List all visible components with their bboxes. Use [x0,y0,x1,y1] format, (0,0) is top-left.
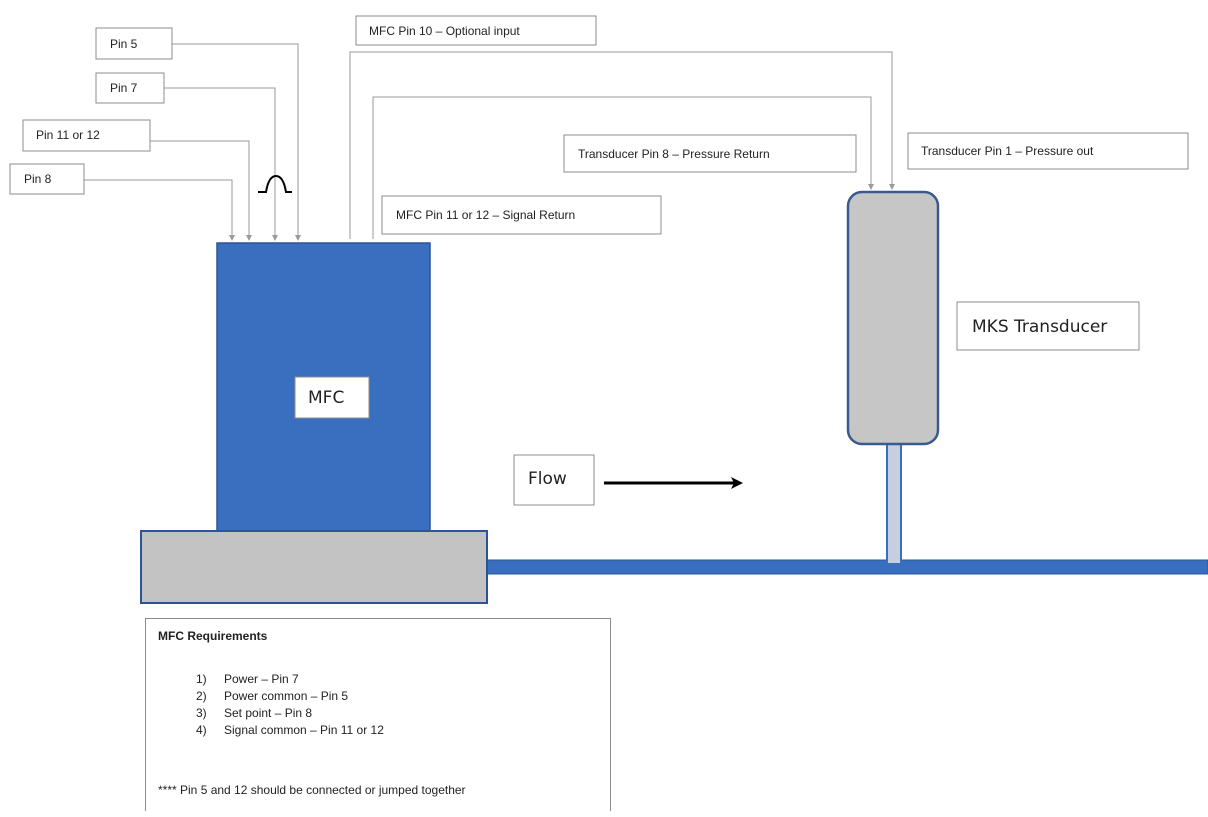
label-mks-transducer: MKS Transducer [956,301,1140,351]
label-pin8-text: Pin 8 [24,172,52,186]
requirement-number: 4) [196,723,207,737]
mfc-base [140,530,488,604]
requirement-number: 1) [196,672,207,686]
requirements-list: 1) Power – Pin 7 2) Power common – Pin 5 3… [196,671,384,739]
wire-mfc-pin10 [349,51,895,239]
requirement-text: Set point – Pin 8 [224,706,313,720]
label-mfc-pin11or12: MFC Pin 11 or 12 – Signal Return [381,195,662,235]
label-transducer-pin8-text: Transducer Pin 8 – Pressure Return [578,147,770,161]
wire-mfc-pin11or12 [372,96,874,239]
requirement-text: Power common – Pin 5 [224,689,349,703]
jumper-symbol [258,174,292,193]
requirement-number: 3) [196,706,207,720]
label-flow: Flow [513,454,595,506]
label-transducer-pin1-text: Transducer Pin 1 – Pressure out [921,144,1094,158]
label-pin8: Pin 8 [9,163,85,195]
requirements-note: **** Pin 5 and 12 should be connected or… [158,783,466,797]
label-mfc: MFC [294,376,370,419]
label-mfc-text: MFC [308,388,344,408]
label-mfc-pin10: MFC Pin 10 – Optional input [355,15,597,46]
requirement-text: Signal common – Pin 11 or 12 [224,723,384,737]
label-flow-text: Flow [528,469,567,489]
requirement-item: 4) Signal common – Pin 11 or 12 [196,722,384,739]
requirements-title: MFC Requirements [158,629,268,643]
label-pin5: Pin 5 [95,27,173,60]
label-pin11or12-text: Pin 11 or 12 [36,128,100,142]
transducer-body [846,190,940,446]
label-mks-transducer-text: MKS Transducer [972,317,1107,337]
label-mfc-pin10-text: MFC Pin 10 – Optional input [369,24,520,38]
requirement-item: 2) Power common – Pin 5 [196,688,384,705]
requirement-number: 2) [196,689,207,703]
wire-pin11or12 [150,140,252,241]
label-pin7-text: Pin 7 [110,81,138,95]
mfc-requirements-box: MFC Requirements 1) Power – Pin 7 2) Power… [145,618,611,811]
wire-pin8 [84,179,235,241]
flow-pipe [479,559,1208,575]
label-pin5-text: Pin 5 [110,37,138,51]
requirement-item: 1) Power – Pin 7 [196,671,384,688]
wire-pin7 [164,87,278,241]
requirement-item: 3) Set point – Pin 8 [196,705,384,722]
label-transducer-pin1: Transducer Pin 1 – Pressure out [907,132,1189,170]
transducer-stem [886,439,902,565]
label-pin11or12: Pin 11 or 12 [22,119,151,152]
wire-pin5 [172,43,301,241]
label-pin7: Pin 7 [95,72,165,104]
label-transducer-pin8: Transducer Pin 8 – Pressure Return [563,134,857,173]
requirement-text: Power – Pin 7 [224,672,299,686]
label-mfc-pin11or12-text: MFC Pin 11 or 12 – Signal Return [396,208,575,222]
